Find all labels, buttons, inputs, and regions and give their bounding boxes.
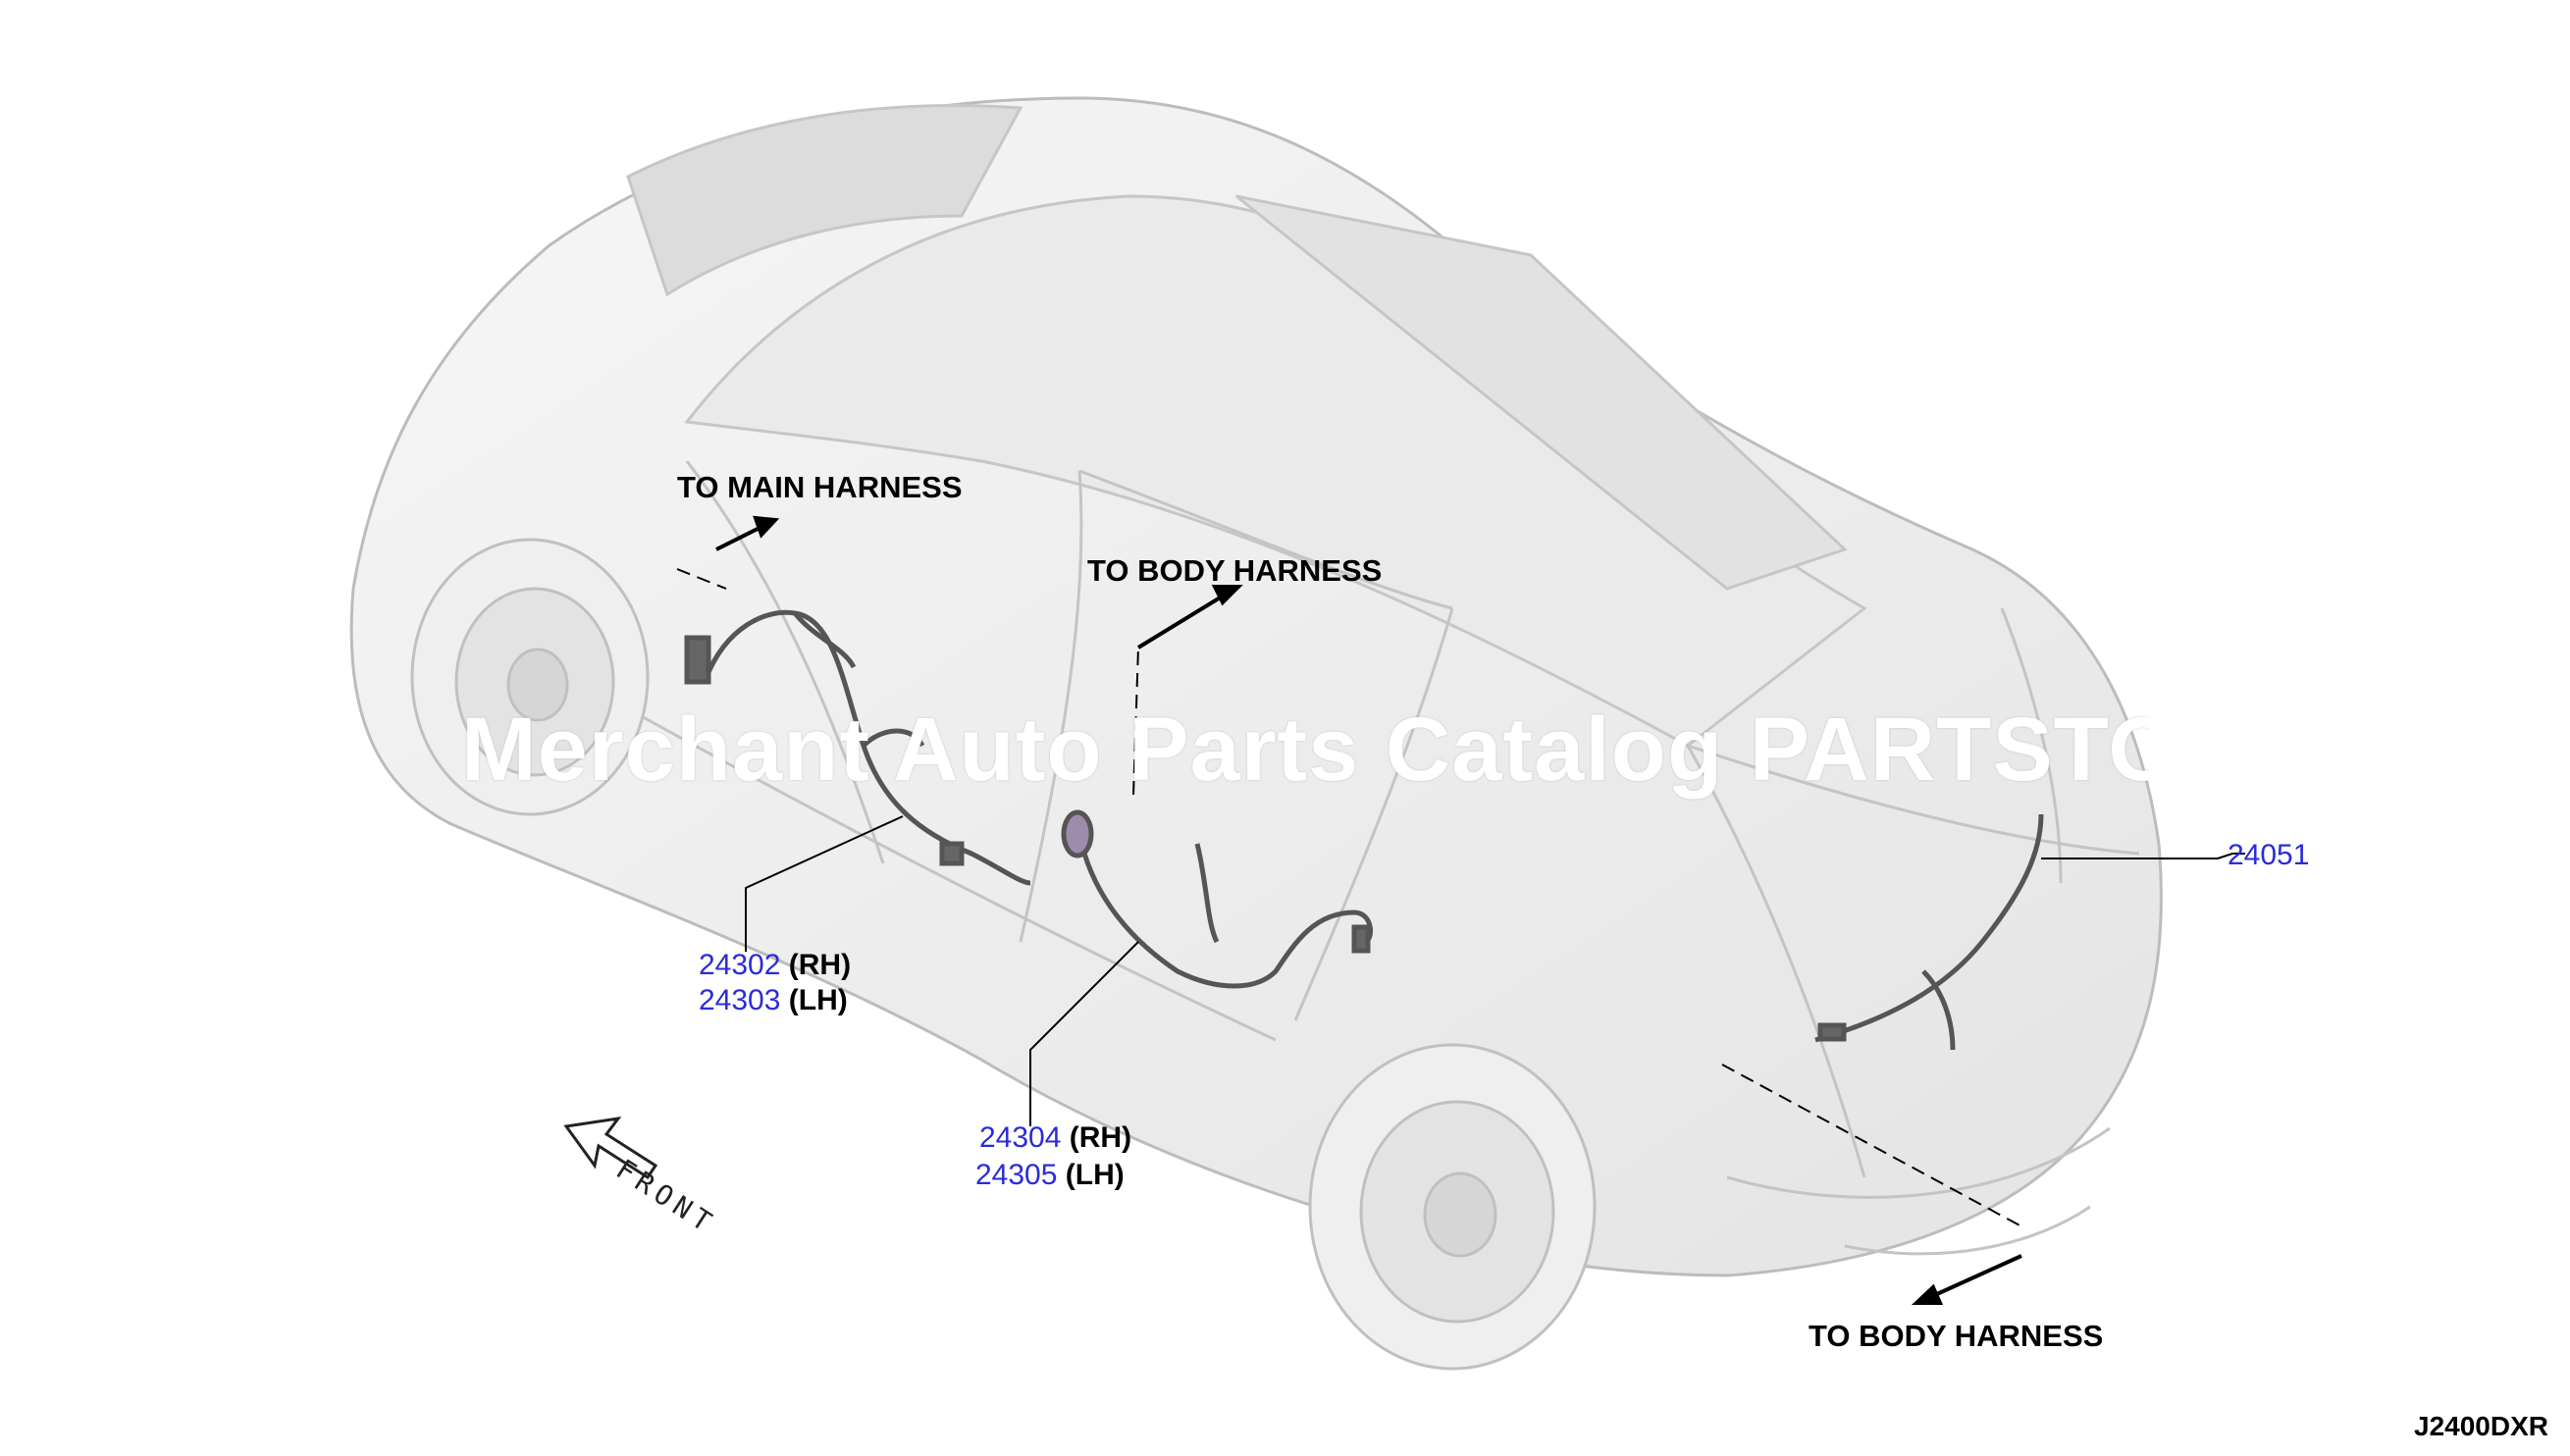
callout-24304: 24304 (RH) bbox=[979, 1121, 1131, 1155]
routing-dashes bbox=[676, 568, 2022, 1227]
side-suffix: (LH) bbox=[788, 984, 848, 1016]
leader-24051 bbox=[2041, 853, 2245, 859]
side-suffix: (RH) bbox=[788, 949, 852, 981]
part-number-link[interactable]: 24305 bbox=[975, 1159, 1058, 1191]
side-suffix: (LH) bbox=[1065, 1159, 1125, 1191]
callout-24305: 24305 (LH) bbox=[975, 1159, 1125, 1192]
part-number-link[interactable]: 24051 bbox=[2228, 839, 2310, 871]
rear-wheel bbox=[1308, 1043, 1597, 1371]
diagram-id-code: J2400DXR bbox=[2414, 1411, 2548, 1441]
callout-24051: 24051 bbox=[2228, 839, 2309, 872]
note-to-main-harness: TO MAIN HARNESS bbox=[677, 470, 963, 504]
door-harness-front bbox=[684, 609, 1031, 886]
leader-24304 bbox=[1029, 941, 1139, 1126]
part-number-link[interactable]: 24302 bbox=[699, 949, 781, 981]
note-to-body-harness-rear: TO BODY HARNESS bbox=[1809, 1319, 2104, 1353]
door-harness-rear bbox=[1061, 809, 1374, 989]
watermark-text: Merchant Auto Parts Catalog PARTSTO bbox=[461, 700, 2149, 800]
callout-24302: 24302 (RH) bbox=[699, 949, 851, 982]
leader-24302 bbox=[745, 815, 904, 952]
harness-arrows bbox=[715, 515, 2022, 1305]
car-glass bbox=[626, 104, 1867, 748]
callout-24303: 24303 (LH) bbox=[699, 984, 848, 1017]
front-wheel bbox=[410, 538, 650, 816]
note-to-body-harness-middle: TO BODY HARNESS bbox=[1087, 553, 1383, 588]
side-suffix: (RH) bbox=[1069, 1121, 1132, 1154]
leader-lines bbox=[745, 815, 2245, 1126]
part-number-link[interactable]: 24304 bbox=[979, 1121, 1062, 1154]
part-number-link[interactable]: 24303 bbox=[699, 984, 781, 1016]
back-door-harness bbox=[1814, 813, 2044, 1051]
front-direction-arrow bbox=[563, 1116, 658, 1180]
